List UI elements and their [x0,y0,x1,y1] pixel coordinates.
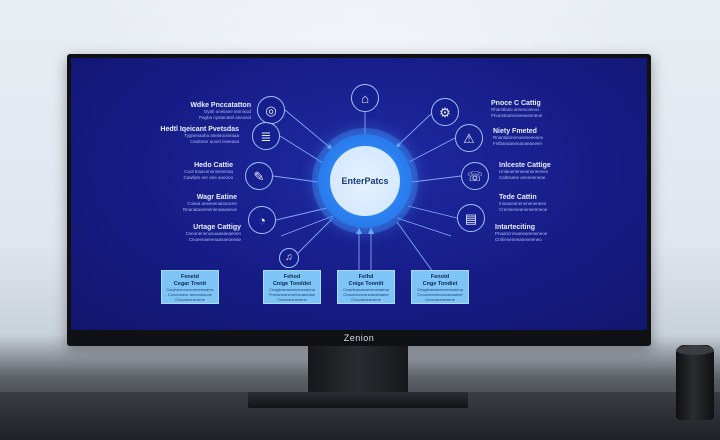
warning-icon: ⚠ [463,130,475,146]
label-right-1: Pnoce C Cattig Rhamtlane ansenoineus Pnu… [491,100,543,118]
connector-line [396,217,452,237]
connector-line [284,109,334,151]
node-left-3[interactable]: ✎ [245,162,273,190]
document-icon: ▤ [464,210,478,226]
monitor-stand-base [248,392,468,408]
label-left-2: Hedtl Iqeicant Pvetsdas Tygnenaaha anete… [160,126,239,144]
database-icon: ≣ [260,128,272,144]
music-note-icon: ♫ [285,252,293,263]
node-left-4[interactable]: ◔ [248,206,276,234]
connector-line [407,205,458,219]
monitor-screen: EnterPatcs ⌂ ◎ ≣ ✎ ◔ ♫ ⚙ ⚠ ☏ [71,58,647,330]
connector-line [408,137,456,163]
megaphone-icon: ☏ [466,168,484,184]
connector-line [394,113,432,149]
node-right-2[interactable]: ⚠ [455,124,483,152]
connector-lines [272,109,462,273]
connector-line [279,135,324,164]
hub-label: EnterPatcs [341,176,389,186]
connector-line [280,215,334,237]
node-left-2[interactable]: ≣ [252,122,280,150]
bank-icon: ⌂ [361,90,369,106]
connector-line [296,217,334,255]
node-right-3[interactable]: ☏ [461,162,489,190]
label-left-1: Wdke Pnccatatton Oyah oneiiane tennisod … [190,102,251,120]
connector-line [275,207,328,221]
node-right-1[interactable]: ⚙ [431,98,459,126]
chart-icon: ◔ [258,212,266,228]
circle-nodes-icon: ◎ [265,102,277,118]
info-card-2[interactable]: Fehod Cnige Tonddet Cnagleanaanenenesaen… [263,270,321,304]
label-right-5: Intarteciting Pnaancnnsaneaneseneoe Crnl… [495,224,548,242]
connector-line [411,175,462,183]
node-left-1[interactable]: ◎ [257,96,285,124]
connector-line [272,175,319,183]
label-left-3: Hedo Cattie Cuol tnaacenonisreenaa Cawli… [183,162,233,180]
label-right-4: Tede Cattin Inioaneanenoneneneeo Crectee… [499,194,548,212]
node-right-4[interactable]: ▤ [457,204,485,232]
speaker [676,345,714,420]
monitor-brand-logo: Zenion [343,333,375,343]
monitor-stand-neck [308,346,408,394]
node-top[interactable]: ⌂ [351,84,379,112]
central-hub: EnterPatcs [318,134,412,228]
label-right-2: Niety Fmeted Rnantalonenoneseeenes Fntba… [493,128,544,146]
hub-inner-circle: EnterPatcs [330,146,400,216]
info-card-4[interactable]: Fenotd Cnge Tondiet Cnagleanaanenenesaen… [411,270,469,304]
info-card-1[interactable]: Fenetd Cegar Trentt Caqlraneooneneneseae… [161,270,219,304]
info-card-3[interactable]: Felhd Cnige Tonntit Cnaeleanaanenenesaen… [337,270,395,304]
label-right-3: Inlceste Cattige Unlaneneneeaneneenes Ca… [499,162,551,180]
network-icon: ⚙ [439,104,451,120]
node-bottom[interactable]: ♫ [279,248,299,268]
connector-line [396,221,434,273]
label-left-4: Wagr Eatine Coieat aneasenaianacen Rnana… [182,194,237,212]
monitor: EnterPatcs ⌂ ◎ ≣ ✎ ◔ ♫ ⚙ ⚠ ☏ [67,54,651,346]
pen-icon: ✎ [253,168,265,184]
monitor-chin: Zenion [67,330,651,346]
label-left-5: Urtage Cattigy Cveonenenusuaaeaeaenen Cn… [185,224,241,242]
